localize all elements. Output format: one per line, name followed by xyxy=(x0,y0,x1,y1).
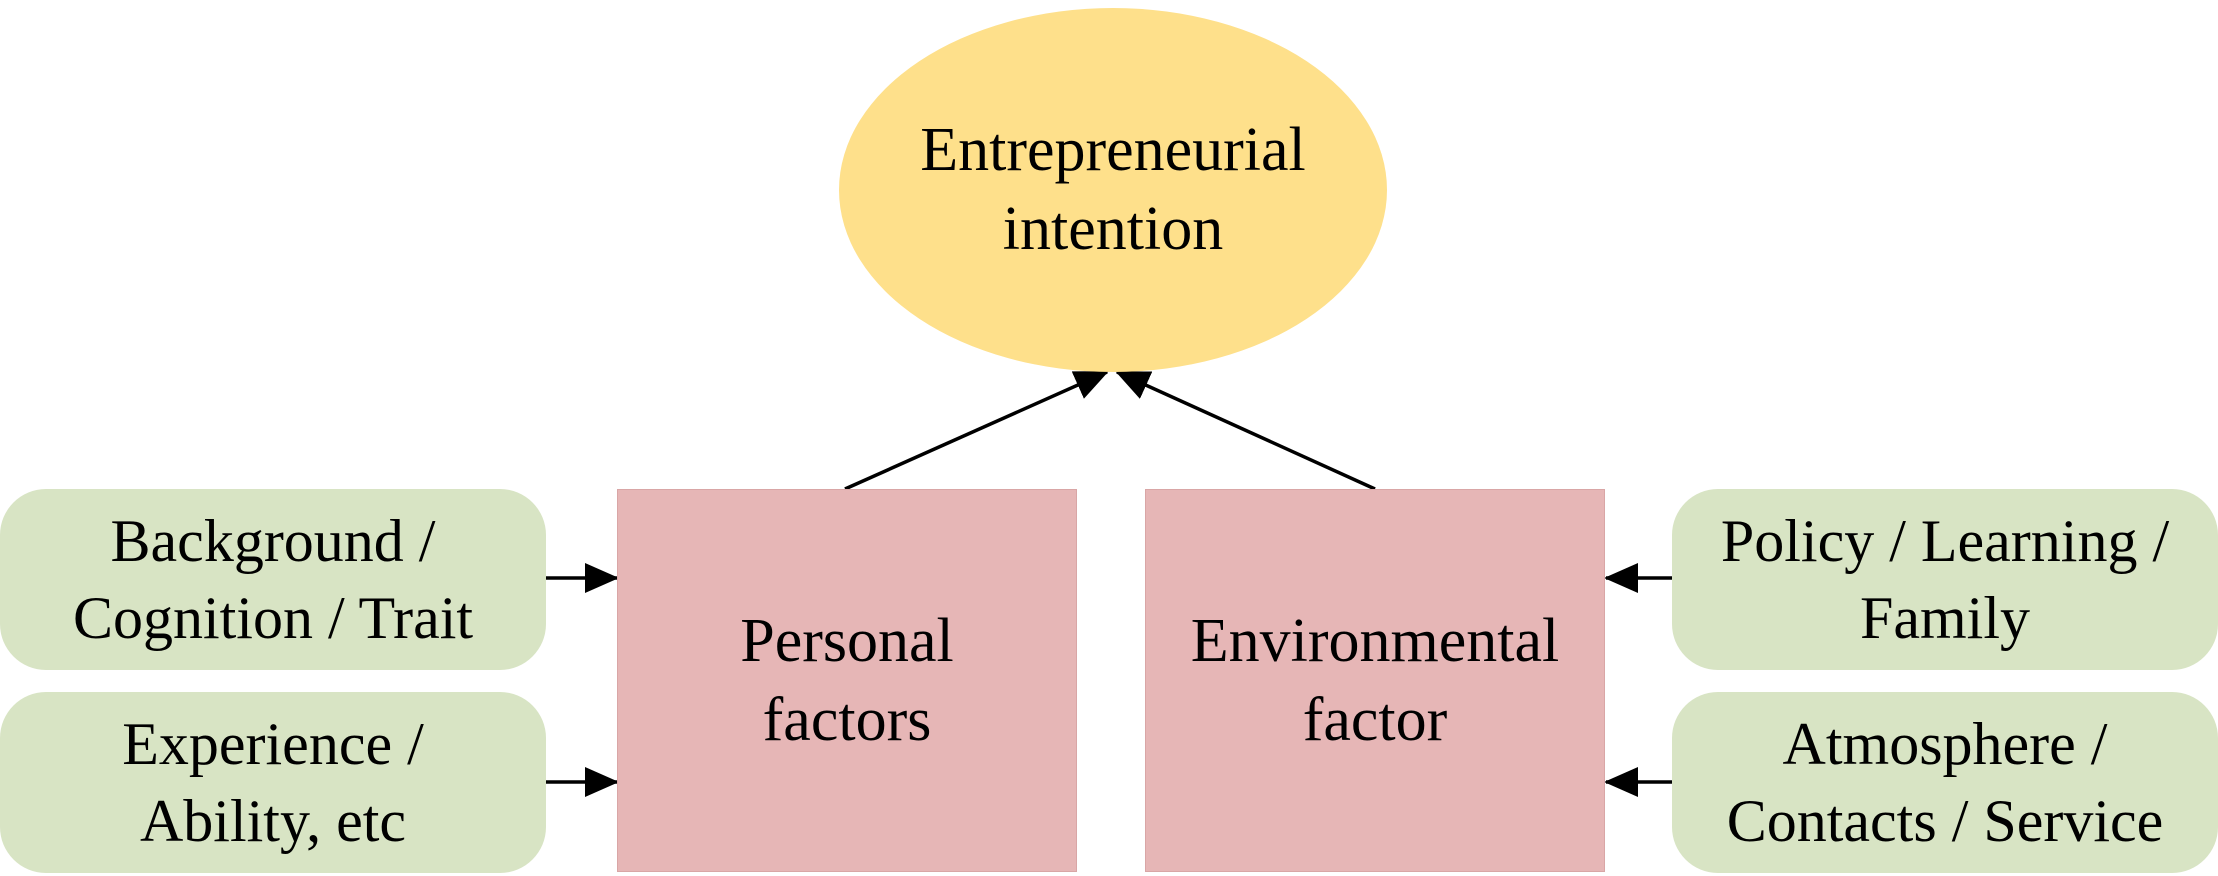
node-label-line: Policy / Learning / xyxy=(1720,508,2170,575)
node-label-line: Family xyxy=(1859,584,2030,651)
node-label-line: factors xyxy=(762,685,932,754)
atmosphere-contacts-service-node: Atmosphere / Contacts / Service xyxy=(1672,692,2218,873)
node-label-line: factor xyxy=(1302,685,1448,754)
node-label-line: Environmental xyxy=(1190,606,1560,675)
node-label-line: Atmosphere / xyxy=(1782,711,2108,778)
arrow-personal-to-intention xyxy=(844,370,1109,491)
node-label-line: intention xyxy=(1002,195,1224,263)
arrow-environmental-to-intention xyxy=(1115,370,1376,491)
node-label-line: Ability, etc xyxy=(139,787,407,854)
personal-factors-node: Personal factors xyxy=(617,489,1077,872)
node-label-line: Contacts / Service xyxy=(1726,787,2164,854)
experience-ability-node: Experience / Ability, etc xyxy=(0,692,546,873)
node-label-line: Entrepreneurial xyxy=(920,116,1306,185)
policy-learning-family-node: Policy / Learning / Family xyxy=(1672,489,2218,670)
node-label-line: Cognition / Trait xyxy=(72,584,474,651)
background-cognition-trait-node: Background / Cognition / Trait xyxy=(0,489,546,670)
environmental-factor-node: Environmental factor xyxy=(1145,489,1605,872)
entrepreneurial-intention-node: Entrepreneurial intention xyxy=(839,8,1387,372)
node-label-line: Background / xyxy=(110,508,436,575)
node-label-line: Personal xyxy=(740,606,954,675)
node-label-line: Experience / xyxy=(122,711,424,778)
